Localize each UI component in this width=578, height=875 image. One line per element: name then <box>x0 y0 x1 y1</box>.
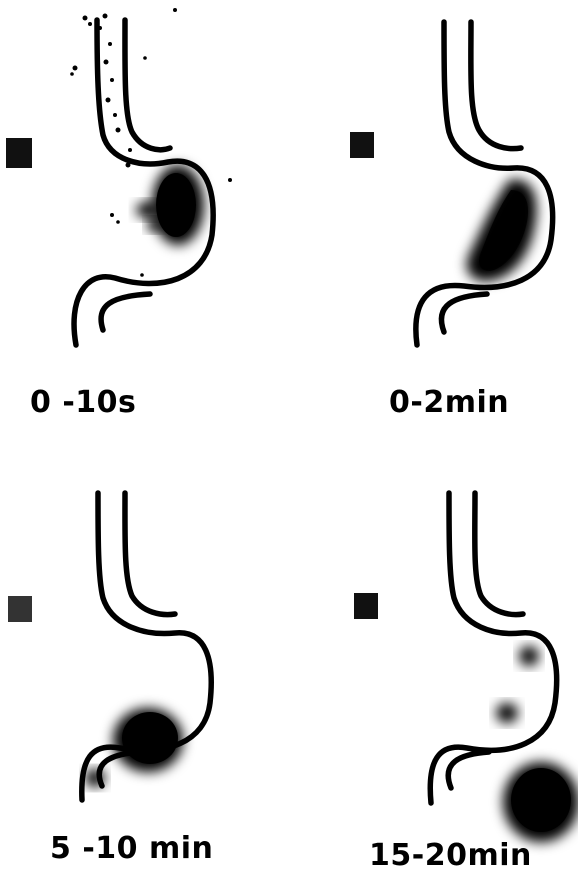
reference-marker <box>8 596 32 622</box>
stomach-outline <box>430 493 556 803</box>
time-label: 0-2min <box>389 385 509 420</box>
reference-marker <box>354 593 378 619</box>
time-label: 5 -10 min <box>50 831 213 866</box>
stomach-scan-diagram <box>0 0 289 437</box>
time-label: 15-20min <box>369 838 532 873</box>
scan-panel-0-2min: 0-2min <box>289 0 578 437</box>
reference-marker <box>350 132 374 158</box>
stomach-scan-diagram <box>0 438 289 875</box>
tracer-activity <box>467 179 537 281</box>
tracer-activity <box>496 646 578 842</box>
scan-panel-15-20min: 15-20min <box>289 438 578 875</box>
stomach-scan-diagram <box>289 0 578 437</box>
reference-marker <box>6 138 32 168</box>
scan-panel-5-10min: 5 -10 min <box>0 438 289 875</box>
time-label: 0 -10s <box>30 385 136 420</box>
stomach-scan-diagram <box>289 438 578 875</box>
stomach-outline <box>74 20 234 345</box>
stomach-outline <box>416 22 553 345</box>
scan-panel-0-10s: 0 -10s <box>0 0 289 437</box>
